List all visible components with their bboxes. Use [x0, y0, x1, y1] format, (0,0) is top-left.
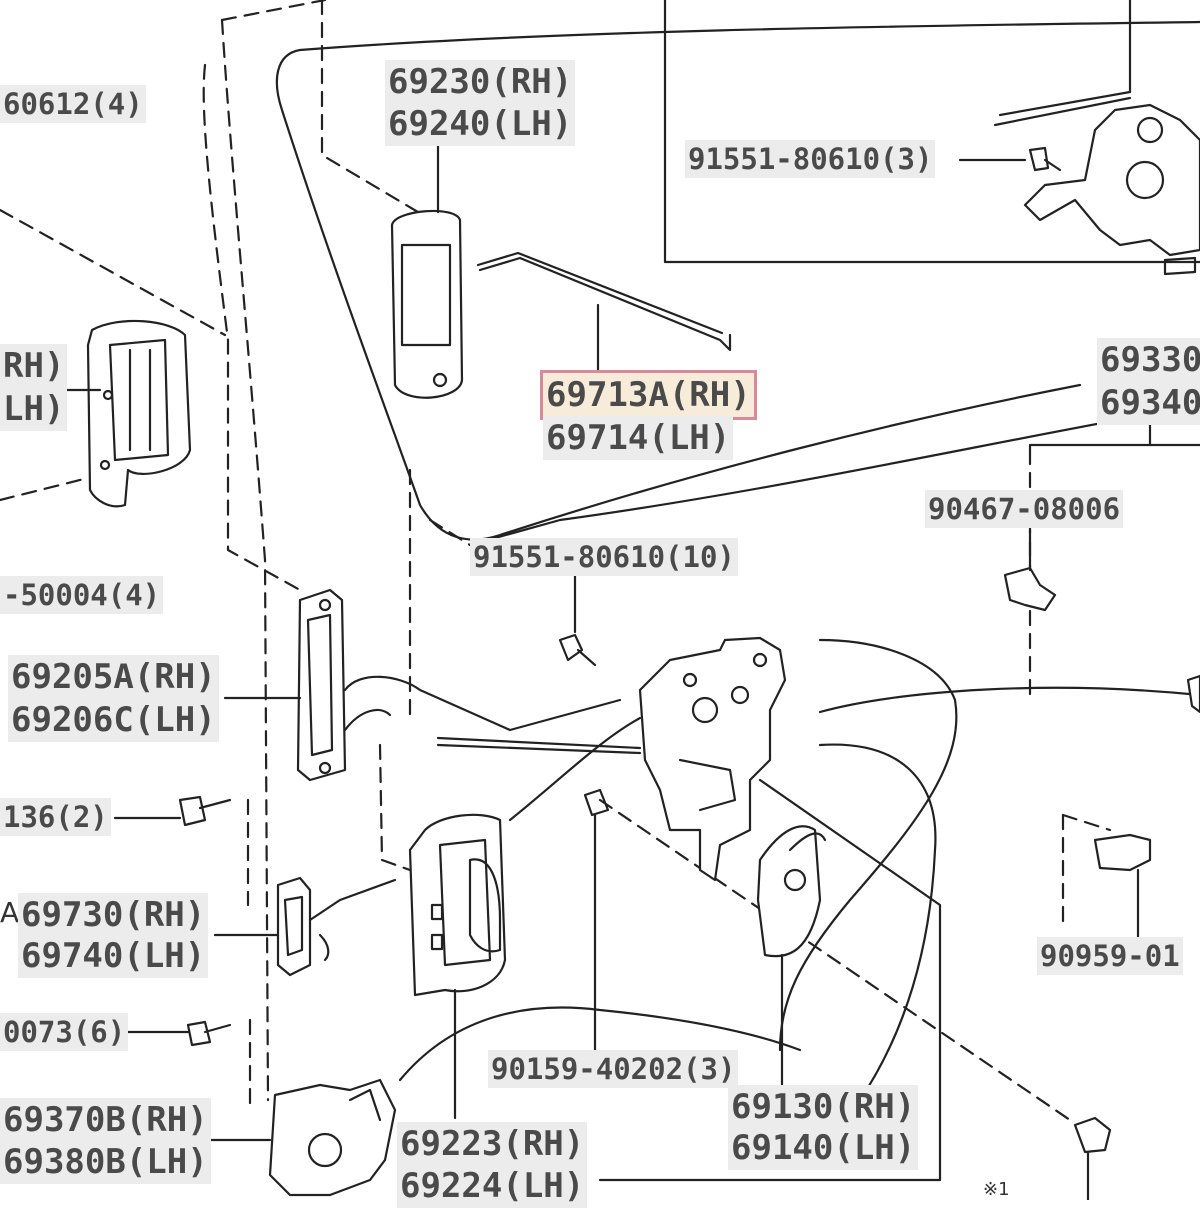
part-label-69380b: 69380B(LH) — [0, 1140, 211, 1184]
screws — [178, 146, 1062, 1047]
part-label-69206c: 69206C(LH) — [8, 698, 219, 742]
part-label-69340: 69340 — [1097, 381, 1200, 425]
part-label-69714: 69714(LH) — [543, 416, 734, 460]
cables — [398, 90, 1200, 1182]
note-mark: ※1 — [983, 1179, 1010, 1200]
part-label-69224: 69224(LH) — [397, 1164, 588, 1208]
inside-handle-assembly — [296, 588, 622, 782]
inside-handle — [408, 813, 507, 997]
part-label-69240: 69240(LH) — [385, 102, 576, 146]
inset-door-lock — [1023, 103, 1200, 276]
left-bracket — [86, 319, 192, 508]
part-label-136: 136(2) — [0, 798, 111, 836]
part-label-91551-3: 91551-80610(3) — [685, 140, 936, 178]
lock-rod — [476, 251, 732, 352]
part-label-rh-partial: RH) — [0, 344, 68, 388]
lower-lock — [268, 1078, 397, 1197]
part-label-90159: 90159-40202(3) — [488, 1050, 739, 1088]
part-label-60612: 60612(4) — [0, 85, 146, 123]
part-label-lh-partial: LH) — [0, 387, 68, 431]
part-label-91551-10: 91551-80610(10) — [470, 538, 738, 576]
outside-handle — [390, 209, 464, 399]
part-label-69140: 69140(LH) — [728, 1126, 919, 1170]
part-label-0073: 0073(6) — [0, 1013, 129, 1051]
part-label-69223: 69223(RH) — [397, 1122, 588, 1166]
door-panel-dashed — [0, 0, 1112, 1122]
part-label-90959: 90959-01 — [1037, 937, 1183, 975]
mark-a: A — [0, 896, 20, 929]
part-label-69230: 69230(RH) — [385, 60, 576, 104]
door-lock-assembly — [638, 636, 827, 958]
part-label-69205a: 69205A(RH) — [8, 655, 219, 699]
part-label-69370b: 69370B(RH) — [0, 1098, 211, 1142]
part-label-69730: 69730(RH) — [18, 893, 209, 937]
part-label-69130: 69130(RH) — [728, 1085, 919, 1129]
inset-box — [663, 0, 1200, 264]
clips — [1003, 566, 1200, 1154]
lock-knob-assembly — [276, 876, 397, 977]
part-label-69740: 69740(LH) — [18, 934, 209, 978]
part-label-69330: 69330 — [1097, 338, 1200, 382]
part-label-69713a: 69713A(RH) — [540, 370, 757, 420]
part-label-90467: 90467-08006 — [925, 490, 1124, 528]
part-label-50004: -50004(4) — [0, 576, 164, 614]
